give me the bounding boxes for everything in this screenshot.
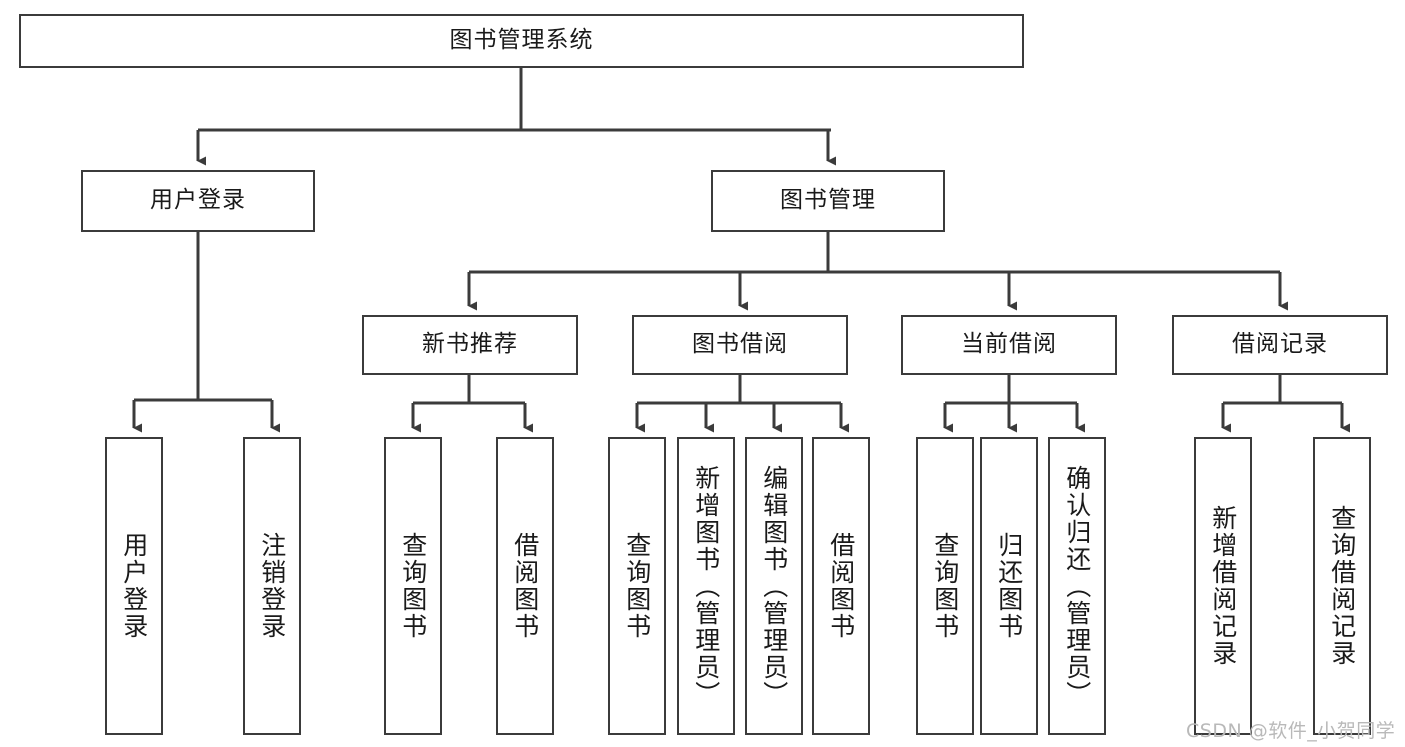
node-new-book-recommend[interactable]: 新书推荐 xyxy=(362,315,578,375)
node-leaf-query-book-1[interactable]: 查询图书 xyxy=(384,437,442,735)
node-leaf-query-book-2[interactable]: 查询图书 xyxy=(608,437,666,735)
node-label: 查询图书 xyxy=(398,532,428,640)
node-label: 查询图书 xyxy=(930,532,960,640)
node-leaf-confirm-return-admin[interactable]: 确认归还（管理员） xyxy=(1048,437,1106,735)
node-book-management-system[interactable]: 图书管理系统 xyxy=(19,14,1024,68)
node-leaf-borrow-book-2[interactable]: 借阅图书 xyxy=(812,437,870,735)
node-label: 查询借阅记录 xyxy=(1327,505,1357,667)
node-label: 用户登录 xyxy=(119,532,149,640)
node-label: 借阅图书 xyxy=(510,532,540,640)
node-label: 新书推荐 xyxy=(422,331,518,358)
node-label: 借阅图书 xyxy=(826,532,856,640)
node-book-borrow[interactable]: 图书借阅 xyxy=(632,315,848,375)
node-label: 归还图书 xyxy=(994,532,1024,640)
node-label: 图书管理系统 xyxy=(449,27,594,54)
node-book-management[interactable]: 图书管理 xyxy=(711,170,945,232)
node-leaf-borrow-book-1[interactable]: 借阅图书 xyxy=(496,437,554,735)
node-leaf-user-login[interactable]: 用户登录 xyxy=(105,437,163,735)
node-leaf-add-book-admin[interactable]: 新增图书（管理员） xyxy=(677,437,735,735)
node-label: 新增借阅记录 xyxy=(1208,505,1238,667)
node-borrow-record[interactable]: 借阅记录 xyxy=(1172,315,1388,375)
node-label: 编辑图书（管理员） xyxy=(759,464,789,708)
node-label: 图书借阅 xyxy=(692,331,788,358)
node-current-borrow[interactable]: 当前借阅 xyxy=(901,315,1117,375)
node-leaf-add-borrow-record[interactable]: 新增借阅记录 xyxy=(1194,437,1252,735)
node-leaf-logout-login[interactable]: 注销登录 xyxy=(243,437,301,735)
node-label: 查询图书 xyxy=(622,532,652,640)
csdn-watermark: CSDN @软件_小贺同学 xyxy=(1186,720,1396,742)
node-leaf-return-book[interactable]: 归还图书 xyxy=(980,437,1038,735)
node-label: 图书管理 xyxy=(780,187,876,214)
node-label: 注销登录 xyxy=(257,532,287,640)
node-leaf-edit-book-admin[interactable]: 编辑图书（管理员） xyxy=(745,437,803,735)
node-label: 借阅记录 xyxy=(1232,331,1328,358)
node-label: 新增图书（管理员） xyxy=(691,464,721,708)
node-leaf-query-borrow-record[interactable]: 查询借阅记录 xyxy=(1313,437,1371,735)
node-label: 用户登录 xyxy=(150,187,246,214)
node-label: 当前借阅 xyxy=(961,331,1057,358)
node-leaf-query-book-3[interactable]: 查询图书 xyxy=(916,437,974,735)
node-user-login[interactable]: 用户登录 xyxy=(81,170,315,232)
node-label: 确认归还（管理员） xyxy=(1062,464,1092,708)
